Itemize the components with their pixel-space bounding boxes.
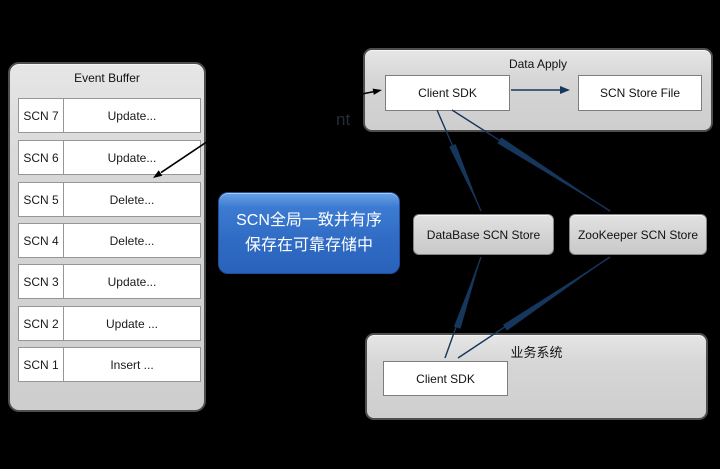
scn-cell: SCN 1 xyxy=(19,348,64,381)
event-buffer-row-scn6: SCN 6 Update... xyxy=(18,140,201,175)
data-apply-title: Data Apply xyxy=(508,57,568,71)
callout-line2: 保存在可靠存储中 xyxy=(244,237,373,254)
callout-bubble: SCN全局一致并有序 保存在可靠存储中 xyxy=(218,192,400,274)
event-buffer-row-scn3: SCN 3 Update... xyxy=(18,264,201,299)
zookeeper-scn-store-box: ZooKeeper SCN Store xyxy=(569,214,707,255)
scn-cell: SCN 2 xyxy=(19,307,64,340)
op-cell: Update... xyxy=(107,274,157,289)
scn-cell: SCN 3 xyxy=(19,265,64,298)
scn-cell: SCN 4 xyxy=(19,224,64,257)
op-cell: Update ... xyxy=(105,316,159,331)
business-system-title: 业务系统 xyxy=(510,345,563,360)
op-cell: Delete... xyxy=(109,192,155,207)
event-buffer-row-scn4: SCN 4 Delete... xyxy=(18,223,201,258)
op-cell: Insert ... xyxy=(110,357,154,372)
business-client-sdk-box: Client SDK xyxy=(383,361,508,396)
scn-cell: SCN 7 xyxy=(19,99,64,132)
data-apply-client-sdk-box: Client SDK xyxy=(385,75,510,111)
event-buffer-row-scn5: SCN 5 Delete... xyxy=(18,182,201,217)
event-buffer-panel: Event Buffer SCN 7 Update... SCN 6 Updat… xyxy=(8,62,206,412)
op-cell: Update... xyxy=(107,108,157,123)
op-cell: Update... xyxy=(107,150,157,165)
business-system-panel: 业务系统 Client SDK xyxy=(365,333,708,420)
data-apply-panel: Data Apply Client SDK SCN Store File xyxy=(363,48,713,132)
event-buffer-row-scn2: SCN 2 Update ... xyxy=(18,306,201,341)
scn-store-file-box: SCN Store File xyxy=(578,75,702,111)
scn-cell: SCN 5 xyxy=(19,183,64,216)
op-cell: Delete... xyxy=(109,233,155,248)
database-scn-store-box: DataBase SCN Store xyxy=(413,214,554,255)
text-fragment: nt xyxy=(336,110,351,129)
event-buffer-row-scn7: SCN 7 Update... xyxy=(18,98,201,133)
callout-line1: SCN全局一致并有序 xyxy=(236,212,382,229)
scn-cell: SCN 6 xyxy=(19,141,64,174)
event-buffer-row-scn1: SCN 1 Insert ... xyxy=(18,347,201,382)
event-buffer-title: Event Buffer xyxy=(74,71,140,85)
